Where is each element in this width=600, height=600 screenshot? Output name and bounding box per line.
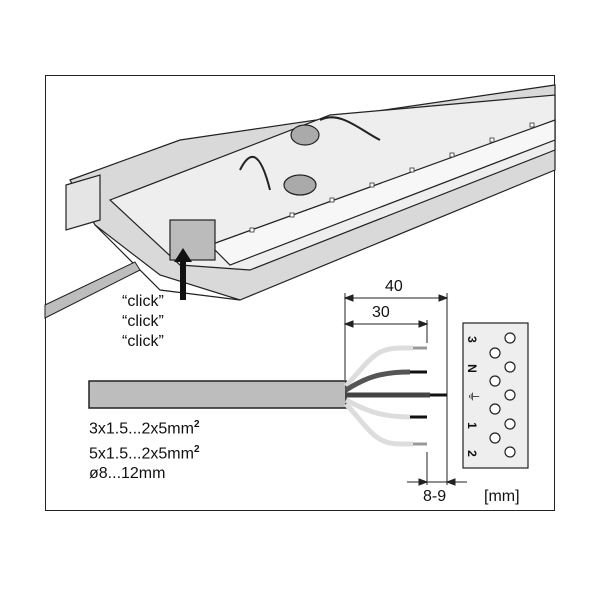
diagram-frame bbox=[45, 75, 555, 511]
dimension-lines bbox=[343, 293, 467, 486]
cable-diameter-spec: ø8...12mm bbox=[89, 465, 166, 482]
cable-spec-3-core: 3x1.5...2x5mm2 bbox=[89, 419, 200, 438]
terminal-label-n: N bbox=[464, 364, 479, 373]
cable-spec-5-core: 5x1.5...2x5mm2 bbox=[89, 444, 200, 463]
terminal-label-earth: ⏚ bbox=[466, 390, 481, 403]
terminal-block bbox=[462, 322, 529, 469]
unit-label: [mm] bbox=[484, 488, 520, 505]
insertion-arrow-icon bbox=[174, 248, 192, 300]
click-label-1: “click” bbox=[122, 293, 164, 310]
click-label-2: “click” bbox=[122, 313, 164, 330]
dimension-8-9: 8-9 bbox=[423, 488, 447, 505]
mains-cable-to-fixture bbox=[44, 261, 141, 319]
terminal-label-2: 2 bbox=[464, 450, 479, 457]
led-dots bbox=[249, 122, 535, 233]
dimension-40: 40 bbox=[385, 278, 403, 295]
light-fixture bbox=[65, 84, 556, 301]
stripped-cable bbox=[88, 345, 447, 447]
click-label-3: “click” bbox=[122, 333, 164, 350]
terminal-label-1: 1 bbox=[464, 422, 479, 429]
terminal-label-3: 3 bbox=[464, 336, 479, 343]
dimension-30: 30 bbox=[372, 304, 390, 321]
